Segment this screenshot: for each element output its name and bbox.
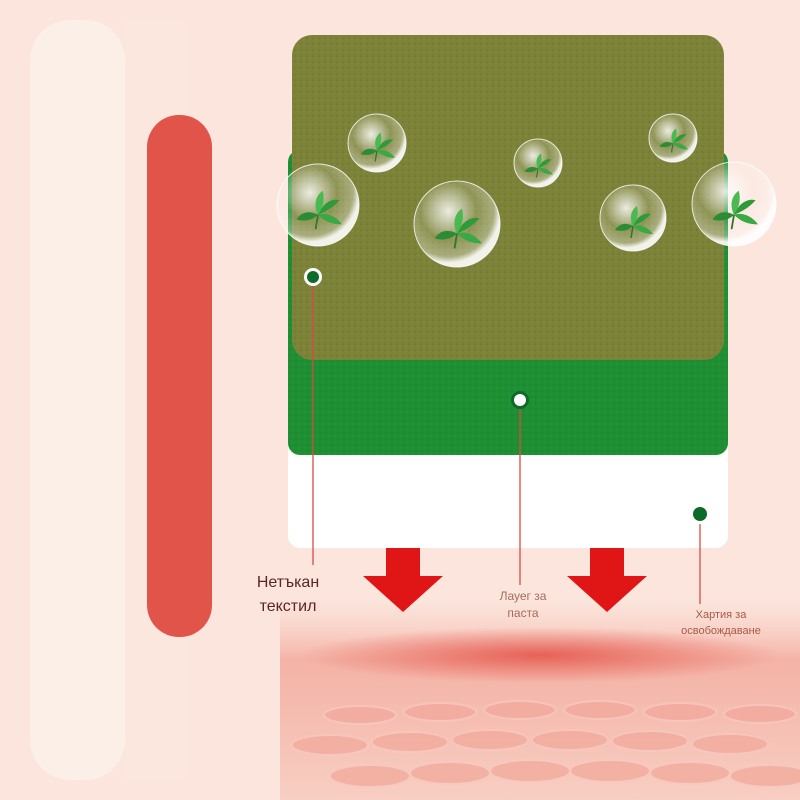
down-arrow-icon — [567, 548, 647, 612]
label-nonwoven: Нетъкан текстил — [230, 571, 346, 619]
red-bar — [147, 115, 212, 637]
label-nonwoven-line1: Нетъкан — [256, 574, 320, 591]
down-arrow-icon — [363, 548, 443, 612]
herb-bubble-icon — [413, 180, 501, 268]
layer-marker-icon — [304, 268, 322, 286]
herb-bubble-icon — [513, 138, 563, 188]
label-nonwoven-line2: текстил — [259, 598, 317, 615]
skin-cells — [291, 700, 800, 788]
layer-marker-icon — [511, 391, 529, 409]
herb-bubble-icon — [347, 113, 407, 173]
label-release-line1: Хартия за — [695, 609, 747, 621]
herb-bubble-icon — [276, 163, 360, 247]
layer-marker-icon — [693, 507, 707, 521]
label-release-line2: освобождаване — [681, 625, 761, 637]
herb-bubble-icon — [648, 113, 698, 163]
herb-bubble-icon — [599, 184, 667, 252]
label-paste-line2: паста — [507, 606, 539, 620]
label-paste-layer: Лауег за паста — [478, 588, 568, 622]
label-release-paper: Хартия за освобождаване — [666, 607, 776, 639]
label-paste-line1: Лауег за — [499, 589, 547, 603]
nonwoven-layer — [292, 35, 724, 360]
herb-bubble-icon — [691, 161, 777, 247]
